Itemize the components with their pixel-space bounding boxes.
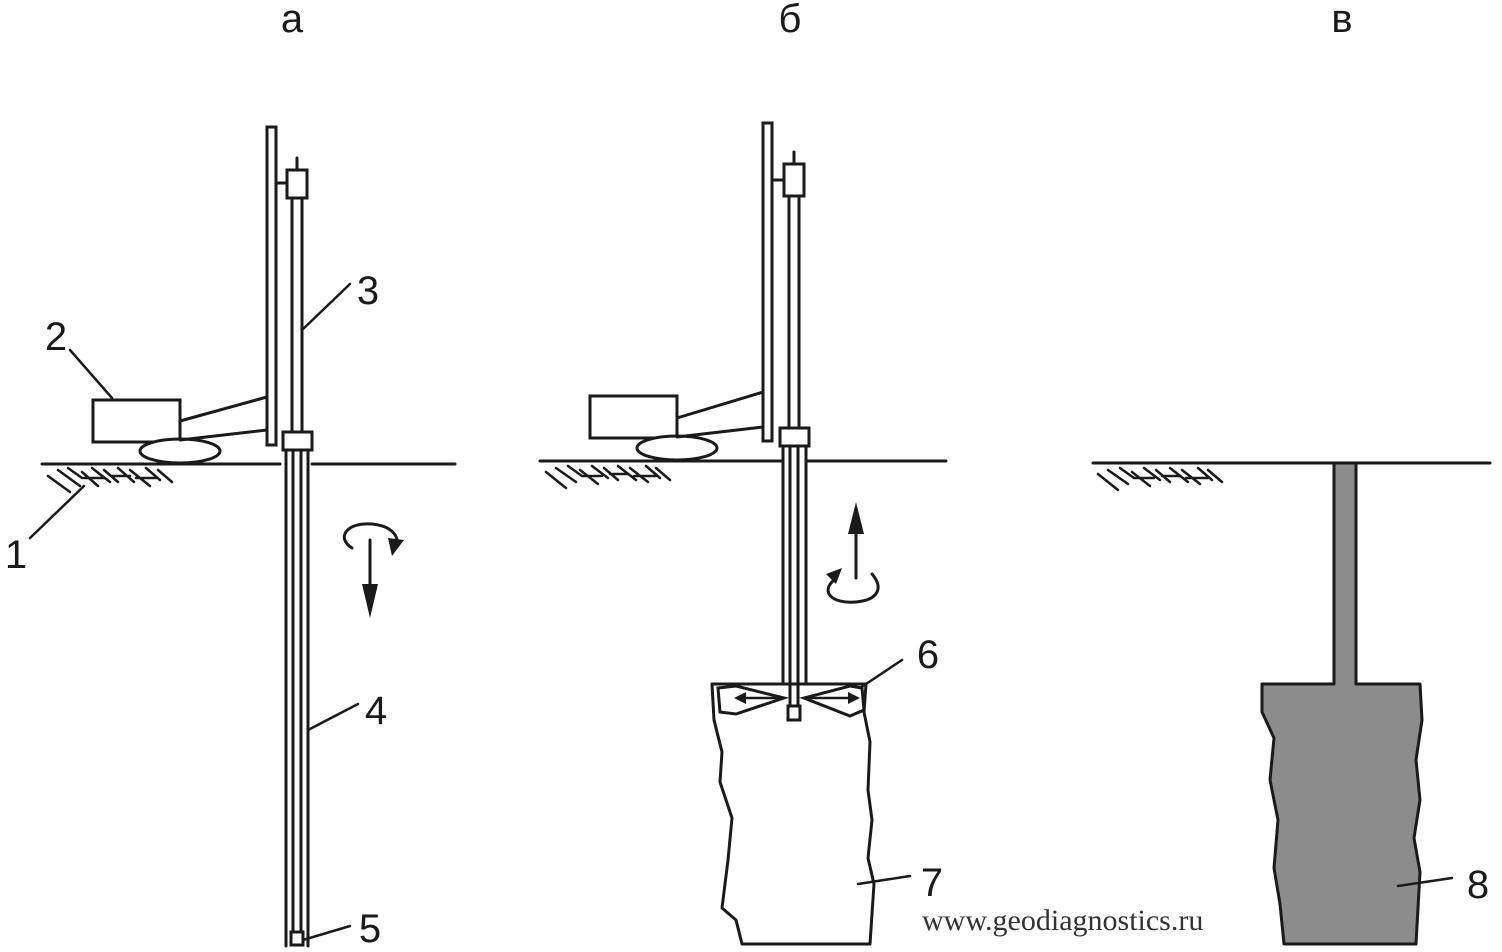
panel-b-label: б (779, 0, 802, 41)
soil-hatching-b (544, 464, 672, 490)
panel-c: в 8 (1091, 0, 1492, 946)
callout-7: 7 (921, 861, 943, 905)
down-arrowhead-a (362, 584, 378, 618)
callout-1: 1 (5, 533, 27, 577)
mast-b (761, 121, 774, 443)
callout-4: 4 (365, 689, 387, 733)
rotary-head-a (285, 168, 309, 200)
drilling-machine-body-a (91, 398, 182, 444)
mast-a (265, 125, 278, 447)
rod-clamp-a (281, 430, 314, 452)
boom-strut-upper-b (675, 390, 765, 420)
finished-pile-c (1260, 461, 1424, 946)
drill-bit-a (289, 930, 305, 947)
expander-blade-left-b (716, 684, 790, 716)
leader-2 (68, 348, 114, 400)
leader-1 (28, 484, 86, 540)
callout-6: 6 (917, 633, 939, 677)
boom-strut-lower-a (178, 428, 269, 442)
drilling-machine-body-b (588, 394, 679, 440)
up-arrowhead-b (848, 502, 864, 534)
panel-c-label: в (1331, 0, 1352, 41)
leader-8 (1396, 876, 1454, 888)
machine-track-a (138, 437, 222, 465)
rotation-arrowhead-b (826, 568, 842, 584)
rotary-head-b (782, 162, 806, 198)
drill-bit-b (786, 704, 802, 722)
leader-5 (301, 924, 352, 942)
callout-3: 3 (357, 269, 379, 313)
leader-4 (306, 702, 360, 732)
leader-3 (300, 282, 352, 332)
panel-a: а 2 3 1 (5, 0, 457, 951)
drill-rod-b (787, 194, 801, 430)
rotation-arrow-b (826, 572, 880, 604)
boom-strut-upper-a (178, 395, 269, 423)
callout-8: 8 (1467, 863, 1489, 907)
rotation-arrowhead-a (388, 538, 404, 556)
blade-arrowhead-left-b (734, 692, 746, 704)
leader-6 (858, 658, 904, 690)
rod-clamp-b (778, 426, 811, 448)
watermark-text: www.geodiagnostics.ru (922, 904, 1203, 937)
panel-a-label: а (281, 0, 304, 41)
drill-rod-a (290, 196, 304, 434)
panel-b: б 6 (538, 0, 948, 946)
blade-arrowhead-right-b (848, 692, 860, 704)
soil-hatching-a (46, 466, 174, 494)
machine-track-b (635, 434, 719, 462)
expander-blade-right-b (799, 684, 866, 718)
soil-hatching-c (1096, 466, 1224, 492)
leader-7 (856, 874, 912, 886)
boom-strut-lower-b (675, 425, 765, 439)
callout-2: 2 (45, 315, 67, 359)
expanded-chamber-b (710, 682, 876, 946)
callout-5: 5 (359, 907, 381, 951)
